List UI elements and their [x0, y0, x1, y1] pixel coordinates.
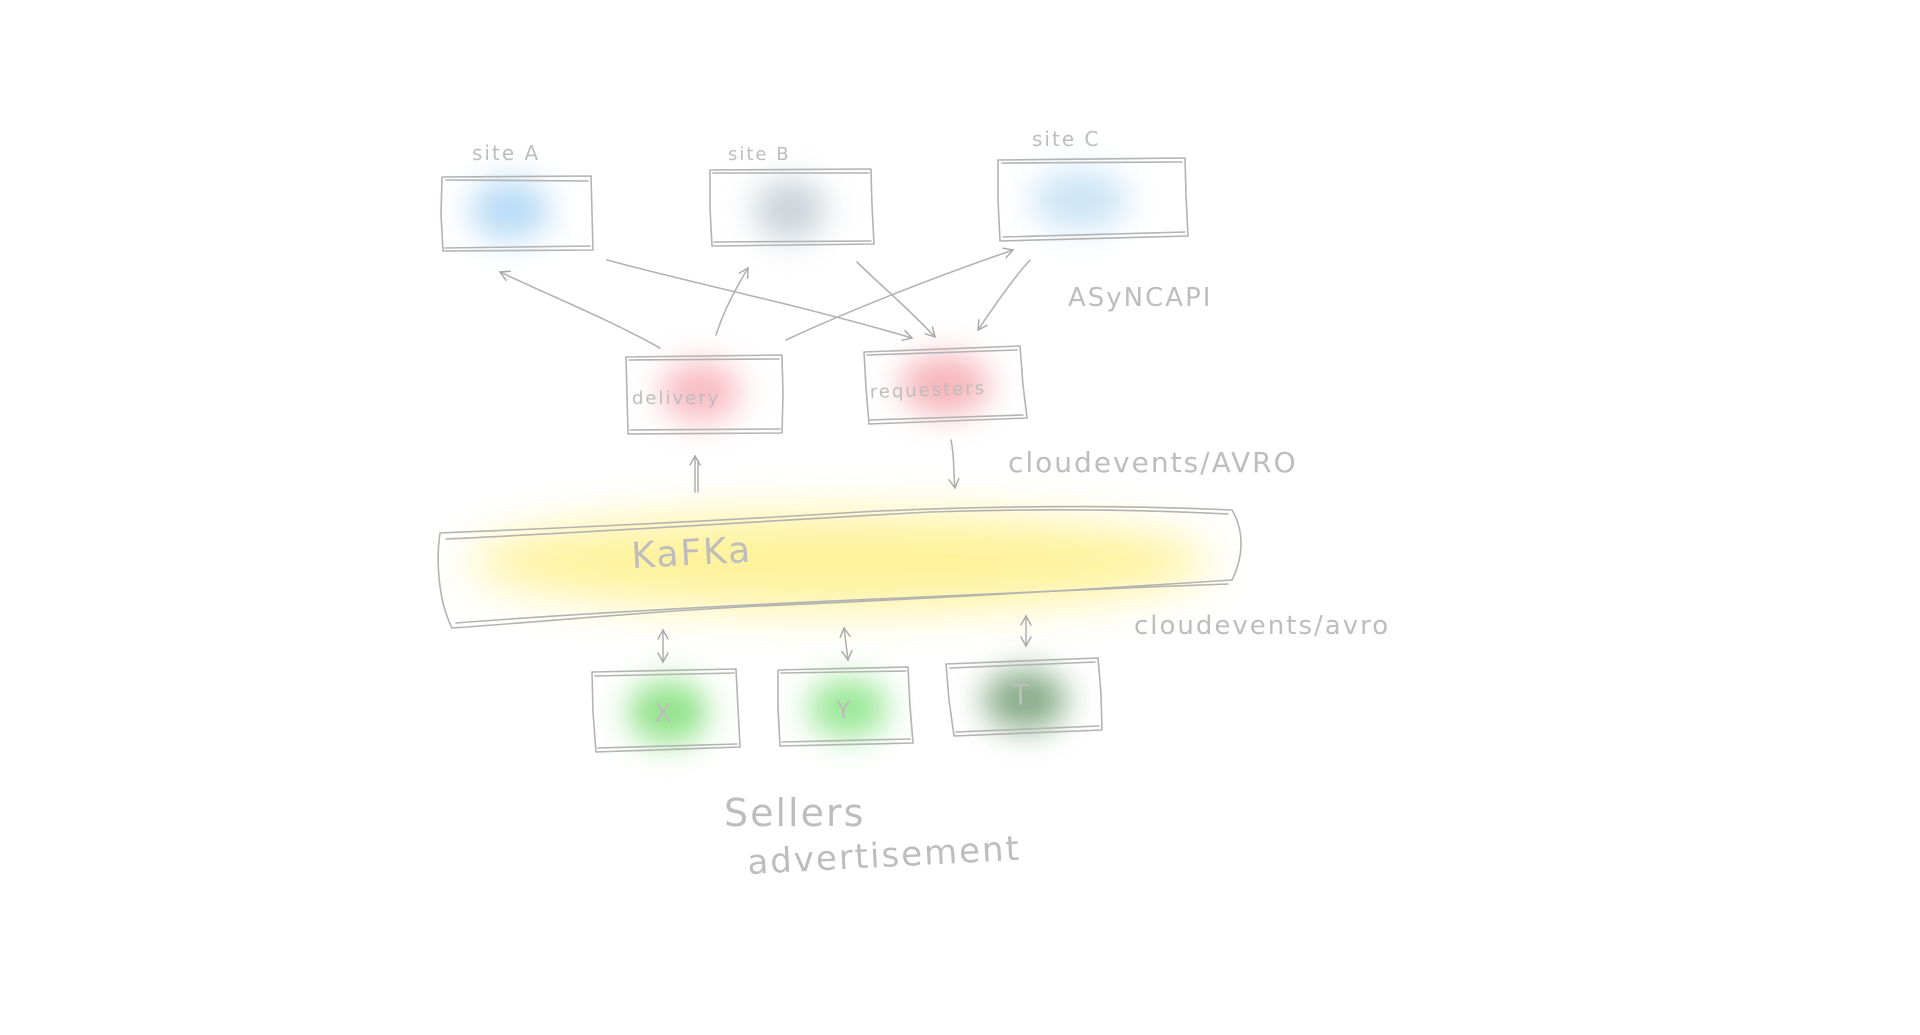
site-c-blob [1032, 170, 1128, 230]
bus-seller-arrows [657, 614, 1032, 664]
seller-t-blob [983, 670, 1067, 730]
site-a-box-double [444, 179, 591, 249]
seller-t-box-double [949, 661, 1100, 733]
cloudevents-top-annotation: cloudevents/AVRO [1008, 446, 1298, 479]
arrow-site-b-to-requesters [856, 261, 936, 339]
seller-y-blob [808, 678, 888, 738]
site-c-box [997, 157, 1189, 242]
sellers-annotation: Sellers [724, 791, 865, 835]
seller-y-label: Y [835, 696, 853, 724]
seller-x-box [591, 668, 741, 753]
seller-y-box-double [780, 670, 911, 743]
site-b-blob [754, 180, 826, 240]
site-c-node: site C [997, 127, 1189, 242]
seller-y-box [777, 666, 914, 747]
seller-t-node: T [945, 657, 1103, 737]
arrow-kafka-seller-y [839, 626, 853, 662]
service-bus-arrows [689, 439, 960, 493]
site-b-label: site B [728, 144, 791, 165]
requesters-blob [900, 355, 990, 415]
arrow-requesters-to-kafka [948, 439, 960, 490]
site-a-blob [470, 180, 550, 240]
site-a-label: site A [472, 141, 540, 165]
site-a-node: site A [440, 141, 594, 252]
site-b-box [709, 168, 875, 247]
kafka-label: KaFKa [630, 530, 753, 577]
connector-arrows [498, 247, 1031, 349]
arrow-site-c-to-requesters [977, 259, 1031, 332]
kafka-node: KaFKa [437, 505, 1242, 629]
site-b-box-double [712, 172, 872, 243]
seller-y-node: Y [777, 666, 914, 747]
kafka-outline-double [445, 509, 1229, 624]
seller-x-label: X [654, 699, 674, 729]
site-b-node: site B [709, 144, 875, 247]
advertisement-annotation: advertisement [746, 829, 1021, 883]
kafka-blob [470, 514, 1210, 610]
arrow-site-a-to-requesters [606, 259, 914, 341]
cloudevents-bottom-annotation: cloudevents/avro [1134, 611, 1390, 641]
requesters-box-double [866, 349, 1024, 421]
seller-t-box [945, 657, 1103, 737]
delivery-blob [660, 362, 740, 422]
arrow-delivery-to-site-b [715, 266, 749, 336]
seller-x-blob [628, 680, 708, 744]
seller-t-label: T [1011, 678, 1031, 711]
requesters-box [863, 345, 1028, 425]
requesters-label: requesters [869, 378, 986, 403]
requesters-node: requesters [863, 345, 1028, 425]
site-a-box [440, 175, 594, 252]
site-c-label: site C [1032, 127, 1100, 151]
arrow-delivery-to-site-a [498, 270, 661, 349]
delivery-label: delivery [632, 388, 720, 409]
seller-x-node: X [591, 668, 741, 753]
delivery-box [625, 354, 784, 435]
site-c-box-double [1001, 161, 1186, 238]
asyncapi-annotation: ASyNCAPI [1068, 283, 1212, 313]
kafka-outline [437, 505, 1242, 629]
seller-x-box-double [594, 672, 738, 749]
delivery-node: delivery [625, 354, 784, 435]
delivery-box-double [628, 358, 781, 431]
arrow-delivery-to-site-c [785, 247, 1015, 341]
